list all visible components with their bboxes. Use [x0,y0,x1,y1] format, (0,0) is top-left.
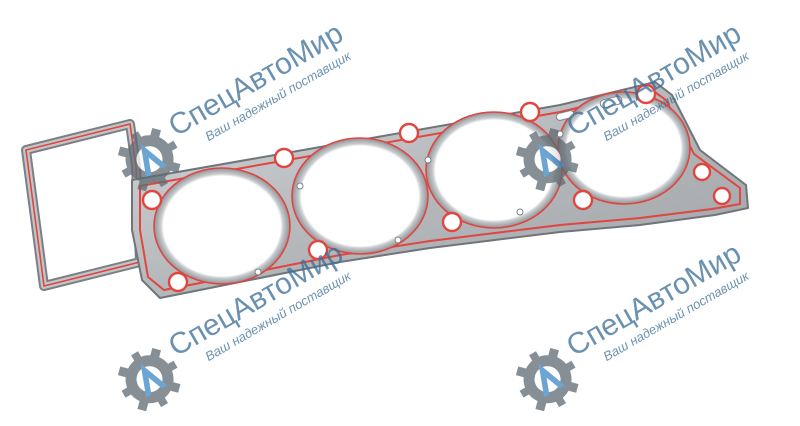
watermark-logo: СпецАвтоМир Ваш надежный поставщик [515,237,752,412]
watermark-logo: СпецАвтоМир Ваш надежный поставщик [117,17,354,192]
gear-logo-icon [515,127,579,192]
gear-logo-icon [117,127,181,192]
watermark-bottom-left: СпецАвтоМир Ваш надежный поставщик [110,237,410,412]
bolt-holes [141,83,732,293]
watermark-top-left: СпецАвтоМир Ваш надежный поставщик [110,17,410,192]
watermark-top-right: СпецАвтоМир Ваш надежный поставщик [508,17,800,192]
cylinder-bores [153,91,691,285]
watermark-logo: СпецАвтоМир Ваш надежный поставщик [515,17,752,192]
watermark-bottom-right: СпецАвтоМир Ваш надежный поставщик [508,237,800,412]
watermark-logo: СпецАвтоМир Ваш надежный поставщик [117,237,354,412]
gear-logo-icon [515,347,579,412]
water-passages [254,95,623,276]
gear-logo-icon [117,347,181,412]
